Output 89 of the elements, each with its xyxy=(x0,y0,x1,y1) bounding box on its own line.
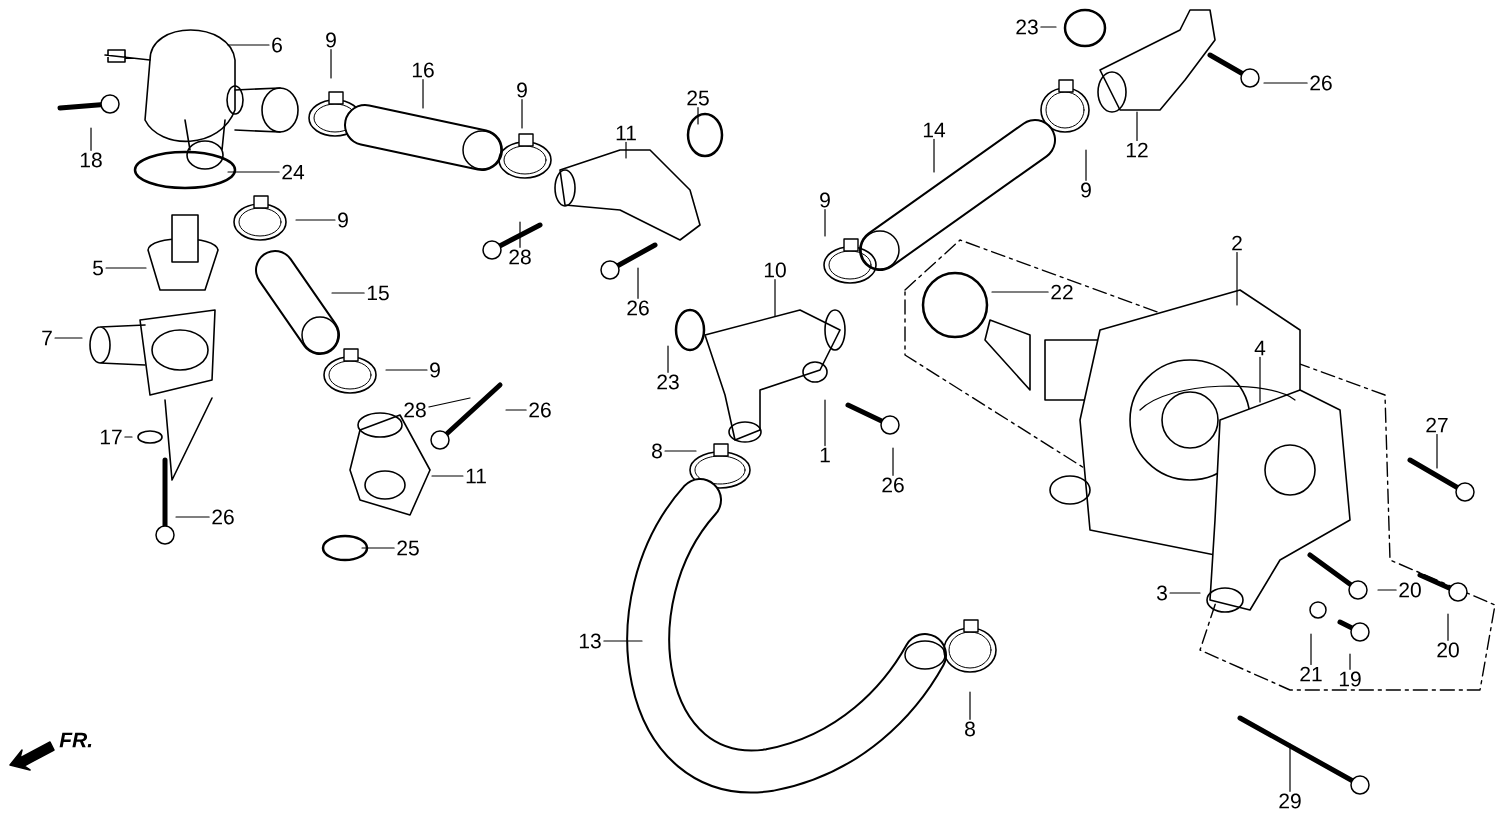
leader-line xyxy=(664,450,697,452)
leader-line xyxy=(1447,613,1449,641)
callout-number: 29 xyxy=(1279,793,1301,809)
leader-line xyxy=(295,219,336,221)
leader-line xyxy=(227,44,270,46)
callout-number: 9 xyxy=(430,362,440,378)
callout-number: 28 xyxy=(404,402,426,418)
callout-number: 5 xyxy=(93,260,103,276)
callout-number: 26 xyxy=(212,509,234,525)
leader-line xyxy=(1310,633,1312,666)
leader-line xyxy=(90,127,92,151)
callout-number: 7 xyxy=(42,330,52,346)
leader-line xyxy=(969,691,971,720)
leader-line xyxy=(1259,356,1261,403)
callout-number: 20 xyxy=(1399,582,1421,598)
leader-line xyxy=(124,436,133,438)
callout-number: 15 xyxy=(367,285,389,301)
leader-line xyxy=(330,49,332,79)
callout-number: 23 xyxy=(1016,19,1038,35)
callout-number: 21 xyxy=(1300,666,1322,682)
leader-line xyxy=(385,369,428,371)
callout-number: 9 xyxy=(338,212,348,228)
callout-number: 18 xyxy=(80,152,102,168)
callout-number: 4 xyxy=(1254,340,1266,356)
callout-number: 24 xyxy=(282,164,305,180)
leader-line xyxy=(1236,251,1238,306)
leader-line xyxy=(1289,743,1291,792)
callout-number: 25 xyxy=(687,90,709,106)
callout-number: 20 xyxy=(1437,642,1459,658)
callout-number: 9 xyxy=(1081,182,1091,198)
leader-line xyxy=(54,337,83,339)
callout-number: 14 xyxy=(923,122,946,138)
leader-line xyxy=(824,209,826,237)
callout-number: 2 xyxy=(1232,235,1242,251)
callout-number: 19 xyxy=(1339,671,1361,687)
callout-number: 12 xyxy=(1126,142,1148,158)
callout-number: 10 xyxy=(764,262,786,278)
callout-number: 6 xyxy=(272,37,282,53)
callout-number: 25 xyxy=(397,540,419,556)
leader-line xyxy=(933,138,935,173)
leader-line xyxy=(1040,26,1057,28)
leader-line xyxy=(1377,589,1397,591)
leader-line xyxy=(1349,653,1351,670)
callout-number: 26 xyxy=(1310,75,1332,91)
leader-line xyxy=(422,79,424,109)
leader-line xyxy=(505,409,527,411)
leader-line xyxy=(892,447,894,476)
leader-line xyxy=(603,640,643,642)
leader-line xyxy=(361,547,395,549)
callout-number: 26 xyxy=(529,402,551,418)
leader-line xyxy=(227,171,280,173)
leader-line xyxy=(991,291,1049,293)
leader-line xyxy=(667,345,669,373)
callout-number: 3 xyxy=(1156,585,1167,601)
leader-line xyxy=(428,397,471,408)
callout-number: 23 xyxy=(657,374,679,390)
callout-number: 13 xyxy=(579,633,601,649)
callout-number: 22 xyxy=(1051,284,1073,300)
leader-line xyxy=(1436,433,1438,469)
callout-number: 8 xyxy=(965,721,975,737)
leader-line xyxy=(1169,592,1201,594)
leader-line xyxy=(105,267,147,269)
callout-number: 9 xyxy=(326,32,336,48)
callout-number: 8 xyxy=(652,443,662,459)
callout-number: 11 xyxy=(466,468,486,484)
callout-number: 1 xyxy=(820,447,830,463)
leader-line xyxy=(824,399,826,447)
leader-line xyxy=(637,267,639,299)
callout-number: 28 xyxy=(509,249,531,265)
callout-number: 16 xyxy=(412,62,434,78)
callout-number: 27 xyxy=(1426,417,1448,433)
leader-line xyxy=(175,516,210,518)
leader-line xyxy=(331,292,365,294)
leader-line xyxy=(519,221,521,248)
callout-number: 11 xyxy=(616,125,636,141)
leader-line xyxy=(625,141,627,159)
direction-label: FR. xyxy=(59,732,92,748)
callout-number: 9 xyxy=(517,82,527,98)
leader-line xyxy=(1136,111,1138,142)
leader-line xyxy=(697,107,699,125)
callout-number: 17 xyxy=(100,429,122,445)
callout-number: 26 xyxy=(882,477,904,493)
leader-line xyxy=(774,279,776,317)
callout-number: 26 xyxy=(627,300,649,316)
leader-line xyxy=(431,475,464,477)
leader-line xyxy=(1085,149,1087,181)
leader-line xyxy=(1263,82,1308,84)
leader-line xyxy=(521,99,523,129)
callout-number: 9 xyxy=(820,192,830,208)
